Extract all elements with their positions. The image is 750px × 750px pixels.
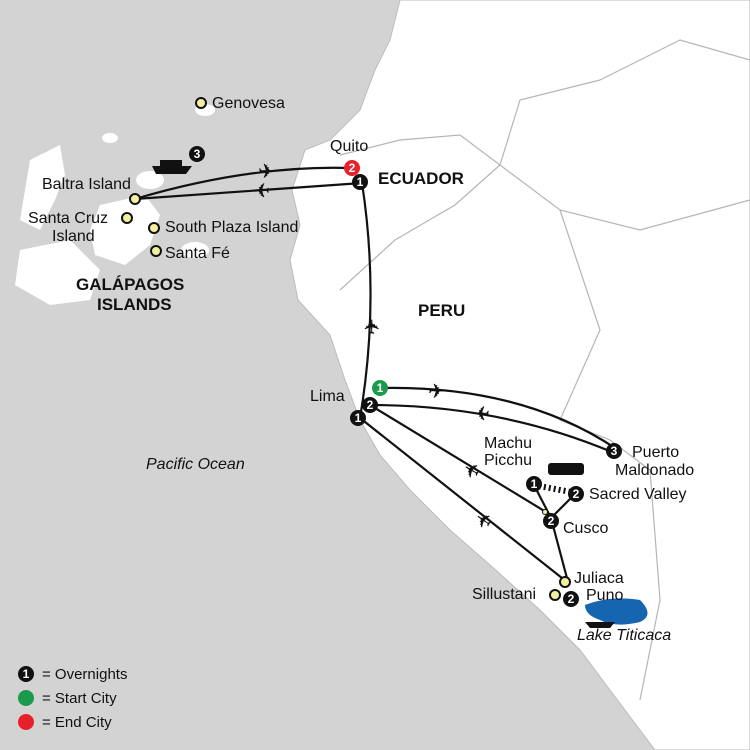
lake-titicaca [585, 598, 648, 625]
label-santa-fe: Santa Fé [165, 245, 230, 262]
label-santa-cruz-2: Island [52, 228, 95, 245]
legend: 1 = Overnights = Start City = End City [18, 662, 127, 734]
label-baltra: Baltra Island [42, 176, 131, 193]
label-galapagos: GALÁPAGOS [76, 275, 185, 294]
legend-overnights: 1 = Overnights [18, 662, 127, 686]
plane-icon: ✈ [473, 401, 490, 423]
legend-label: = Start City [42, 689, 117, 707]
label-juliaca: Juliaca [574, 570, 624, 587]
label-genovesa: Genovesa [212, 95, 285, 112]
label-puerto: Puerto [632, 444, 680, 461]
plane-icon: ✈ [428, 381, 445, 403]
label-ecuador: ECUADOR [378, 169, 464, 188]
overnight-marker-cusco: 2 [543, 513, 559, 529]
start-dot-icon [18, 690, 34, 706]
train-icon [548, 463, 584, 475]
label-lima: Lima [310, 388, 345, 405]
plane-icon: ✈ [258, 161, 275, 183]
overnight-dot-icon: 1 [18, 666, 34, 682]
overnight-marker-lima-1: 1 [350, 410, 366, 426]
overnight-marker-machu: 1 [526, 476, 542, 492]
label-maldonado: Maldonado [615, 462, 695, 479]
label-quito: Quito [330, 138, 369, 155]
legend-end-city: = End City [18, 710, 127, 734]
start-city-marker-lima: 1 [372, 380, 388, 396]
overnight-marker-sacred: 2 [568, 486, 584, 502]
label-south-plaza: South Plaza Island [165, 219, 299, 236]
route-lines [134, 166, 616, 583]
label-lake-titicaca: Lake Titicaca [577, 627, 672, 644]
galapagos-islands [15, 104, 215, 305]
plane-icon: ✈ [362, 318, 384, 335]
plane-icon: ✈ [253, 178, 270, 200]
overnight-marker-cruise: 3 [189, 146, 205, 162]
boat-icon [585, 622, 615, 628]
legend-start-city: = Start City [18, 686, 127, 710]
south-america-land [289, 0, 750, 750]
overnight-marker-lima-2: 2 [362, 397, 378, 413]
label-puno: Puno [586, 587, 624, 604]
legend-label: = Overnights [42, 665, 128, 683]
overnight-marker-quito: 1 [352, 174, 368, 190]
overnight-marker-puno: 2 [563, 591, 579, 607]
label-picchu: Picchu [484, 452, 533, 469]
label-galapagos-2: ISLANDS [97, 295, 172, 314]
label-machu: Machu [484, 435, 533, 452]
label-peru: PERU [418, 301, 466, 320]
label-sacred-valley: Sacred Valley [589, 486, 687, 503]
label-pacific-ocean: Pacific Ocean [146, 456, 245, 473]
label-santa-cruz: Santa Cruz [28, 210, 109, 227]
ship-icon [152, 160, 192, 174]
legend-label: = End City [42, 713, 112, 731]
overnight-marker-puerto: 3 [606, 443, 622, 459]
end-dot-icon [18, 714, 34, 730]
label-sillustani: Sillustani [472, 586, 537, 603]
label-cusco: Cusco [563, 520, 609, 537]
end-city-marker-quito: 2 [344, 160, 360, 176]
